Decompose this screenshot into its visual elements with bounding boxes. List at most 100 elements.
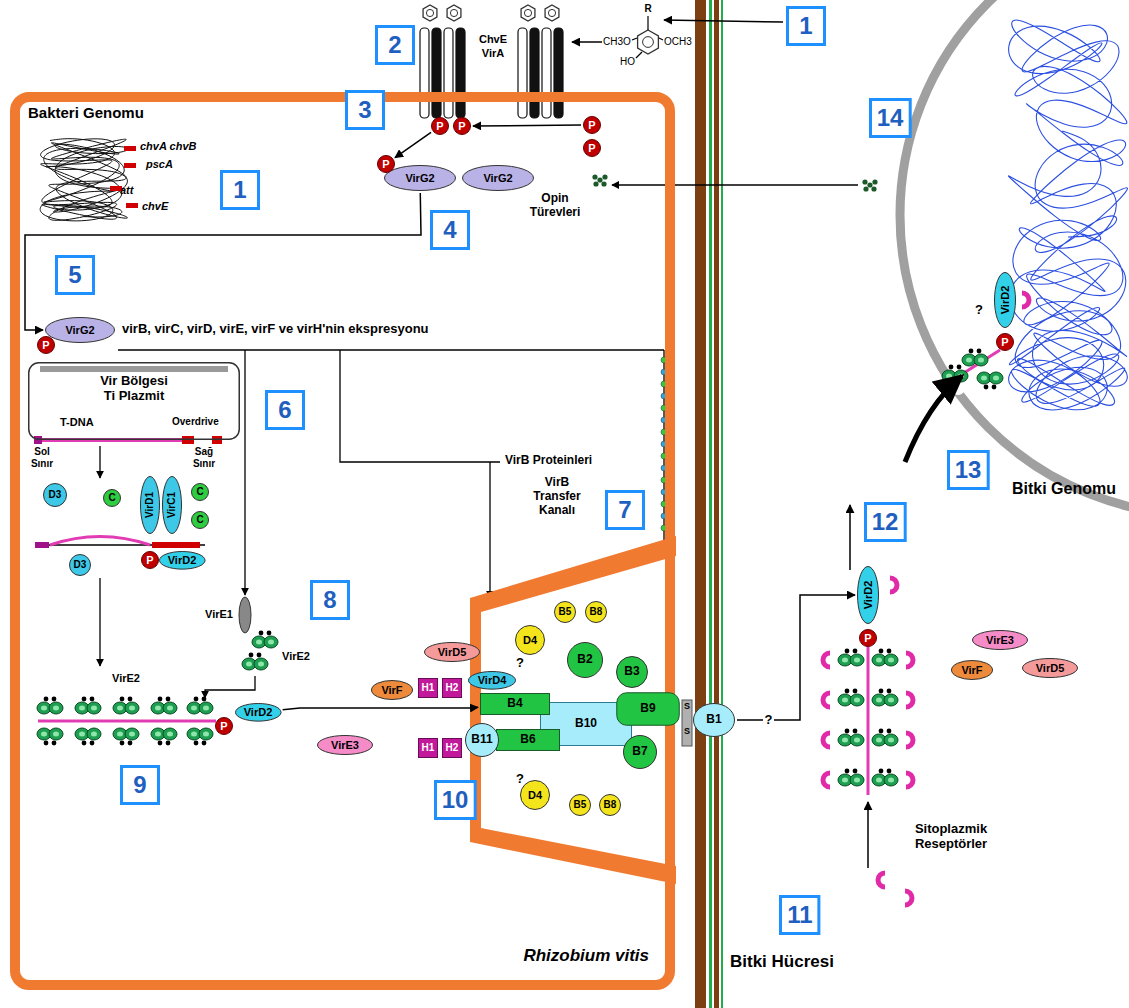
callout-number-shape	[347, 92, 384, 129]
callout-number: 7	[605, 490, 645, 530]
node-label: H2	[446, 682, 459, 694]
protein-oval: VirD2	[994, 272, 1016, 328]
acetosyringone-ring-ring	[643, 37, 654, 48]
callout-number: 5	[55, 255, 95, 295]
right-border	[152, 542, 200, 548]
vire2-dot	[984, 385, 989, 390]
vire1-chaperone	[239, 597, 251, 633]
callout-number: 8	[310, 580, 350, 620]
protein-circle-shape	[568, 643, 603, 678]
vire2-core	[888, 658, 894, 663]
vire2-core	[129, 706, 135, 711]
protein-circle-shape	[521, 781, 550, 810]
vire2-monomer	[884, 654, 898, 666]
flow-arrow	[205, 676, 255, 698]
vire2-core	[966, 358, 972, 363]
vire2-dot	[202, 697, 207, 702]
vire2-dot	[879, 649, 884, 654]
protein-circle-shape	[555, 602, 576, 623]
callout-number-shape	[788, 8, 825, 45]
cell-wall	[714, 0, 719, 1008]
annotation-label: att	[120, 184, 133, 197]
cytoplasmic-receptor	[823, 773, 830, 787]
vire2-core	[79, 706, 85, 711]
opine-molecule	[867, 182, 872, 187]
vire2-core	[41, 732, 47, 737]
protein-circle: B8	[585, 601, 607, 623]
protein-box: H2	[442, 678, 462, 698]
callout-number-shape	[122, 767, 159, 804]
protein-circle: C	[191, 511, 209, 529]
node-label: VirE3	[331, 739, 359, 752]
callout-number-shape	[377, 27, 414, 64]
vire2-monomer	[125, 728, 139, 740]
node-label: H1	[422, 682, 435, 694]
node-label: VirD2	[168, 554, 197, 567]
flow-line	[118, 349, 664, 350]
vire2-dot	[194, 741, 199, 746]
protein-oval-shape	[469, 671, 516, 689]
node-label: P	[42, 339, 49, 352]
vire2-dot	[887, 729, 892, 734]
cytoplasmic-receptor	[906, 693, 913, 707]
protein-oval-shape	[163, 477, 182, 534]
protein-circle: B2	[567, 642, 603, 678]
opine-molecule	[592, 174, 597, 179]
callout-number-text: 11	[787, 901, 812, 929]
node-label: P	[588, 142, 595, 155]
vire2-core	[167, 732, 173, 737]
flow-arrow	[849, 505, 851, 570]
protein-box-shape	[443, 739, 462, 758]
node-label: B1	[706, 713, 721, 727]
phenolic-ring	[521, 5, 535, 21]
vire2-dot	[845, 649, 850, 654]
protein-oval: VirD5	[1022, 658, 1078, 678]
annotation-label: S	[683, 726, 691, 736]
vire2-core	[167, 706, 173, 711]
node-label: VirF	[381, 684, 402, 697]
callout-number-shape	[781, 897, 819, 934]
vire2-core	[256, 640, 262, 645]
protein-box-shape	[443, 679, 462, 698]
protein-circle: B8	[599, 794, 621, 816]
node-label: B8	[604, 799, 617, 811]
protein-circle: B5	[554, 601, 576, 623]
flow-connector	[283, 707, 478, 709]
protein-circle: B3	[616, 656, 648, 688]
vire2-dot	[52, 697, 57, 702]
vire2-dot	[82, 741, 87, 746]
protein-box: B6	[496, 729, 560, 751]
annotation-label: Sitoplazmik Reseptörler	[895, 822, 1007, 852]
vire2-dot	[879, 769, 884, 774]
annotation-label: VirB Transfer Kanalı	[520, 476, 594, 517]
left-border	[34, 436, 42, 444]
protein-oval: VirF	[951, 660, 993, 680]
callout-number: 11	[779, 895, 820, 935]
flow-arrow	[612, 184, 858, 185]
callout-number-shape	[435, 782, 475, 819]
left-border	[35, 542, 49, 548]
vire2-monomer	[264, 636, 278, 648]
callout-number: 1	[220, 170, 260, 210]
vire2-core	[888, 738, 894, 743]
protein-oval: VirG2	[45, 317, 115, 343]
flow-connector	[473, 124, 581, 126]
protein-circle-shape	[570, 795, 591, 816]
node-label: B9	[640, 702, 655, 716]
protein-oval-shape	[159, 551, 205, 569]
annotation-label: Opin Türevleri	[518, 192, 592, 220]
vire2-core	[41, 706, 47, 711]
callout-number-text: 9	[133, 771, 146, 799]
node-label: H1	[422, 742, 435, 754]
phosphate-circle-shape	[584, 117, 601, 134]
vire2-dot	[969, 349, 974, 354]
vire2-monomer	[199, 728, 213, 740]
vire2-monomer	[850, 734, 864, 746]
vire2-dot	[82, 697, 87, 702]
callout-number-text: 2	[388, 31, 401, 59]
vire2-core	[888, 778, 894, 783]
phenolic-ring-ring	[548, 9, 555, 16]
vire2-core	[854, 738, 860, 743]
callout-number-text: 5	[68, 261, 81, 289]
